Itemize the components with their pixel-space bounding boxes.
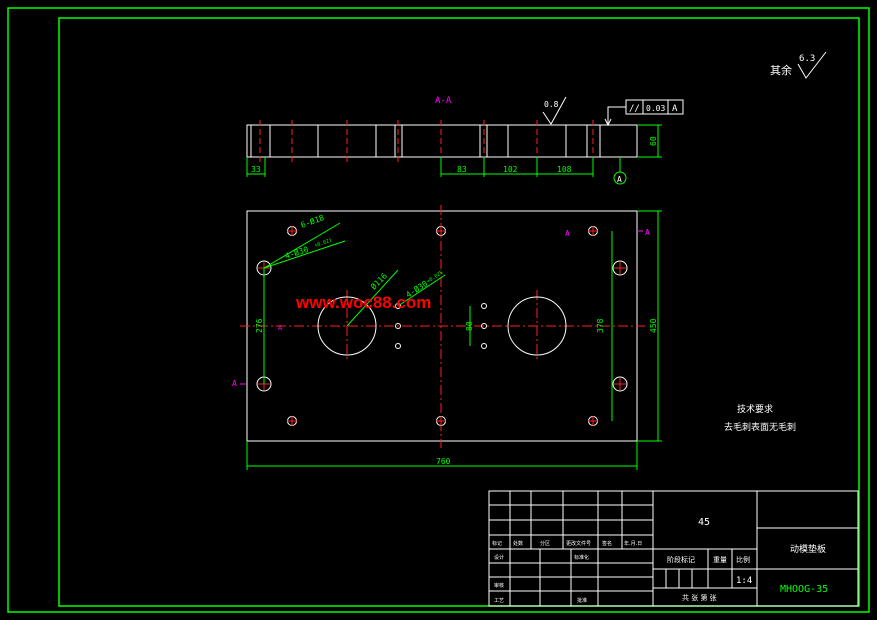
plan-centerlines bbox=[240, 205, 645, 448]
inner-frame bbox=[58, 17, 860, 607]
dim-right-span: 378 bbox=[596, 318, 605, 333]
roughness-other-label: 其余 bbox=[770, 63, 792, 77]
dim-left-span: 276 bbox=[255, 318, 264, 333]
stage-label: 阶段标记 bbox=[667, 555, 695, 564]
tolerance-symbol: // bbox=[629, 104, 640, 114]
tech-req-line: 去毛刺表面无毛刺 bbox=[724, 421, 796, 433]
flatness-roughness-value: 0.8 bbox=[544, 100, 559, 109]
drawing-number: MHOOG-35 bbox=[780, 584, 828, 595]
section-mark-center: A bbox=[278, 324, 283, 332]
roughness-value: 6.3 bbox=[799, 54, 815, 64]
section-mark-top-inner: A bbox=[565, 229, 570, 238]
material: 45 bbox=[698, 517, 710, 528]
row-label-4: 签名 bbox=[602, 540, 612, 547]
large-bore-left bbox=[317, 296, 377, 356]
scale-value: 1:4 bbox=[736, 576, 752, 586]
row-label-0: 标记 bbox=[492, 540, 502, 547]
part-name: 动模垫板 bbox=[790, 543, 826, 555]
side-view-centerlines bbox=[259, 120, 594, 162]
left-label-0: 设计 bbox=[494, 554, 504, 561]
row-label-3: 更改文件号 bbox=[566, 540, 591, 547]
watermark: www.woc88.com bbox=[295, 293, 431, 312]
roughness-symbol bbox=[797, 51, 827, 79]
left-label-3: 工艺 bbox=[494, 598, 504, 604]
dim-center-span: 80 bbox=[465, 321, 474, 331]
row-label-2: 分区 bbox=[540, 540, 550, 547]
sheet-label: 共 张 第 张 bbox=[682, 593, 717, 602]
hole-note-1: 6-Ø18 bbox=[299, 212, 325, 230]
title-block bbox=[488, 490, 859, 607]
dim-thickness: 60 bbox=[649, 136, 658, 146]
datum-circle bbox=[613, 171, 627, 185]
outer-frame bbox=[7, 7, 870, 613]
left-label-4: 批准 bbox=[577, 597, 587, 604]
datum-marker: A bbox=[617, 175, 622, 184]
hole-note-3: Ø116 bbox=[368, 271, 389, 292]
scale-label: 比例 bbox=[736, 555, 750, 564]
row-label-5: 年.月.日 bbox=[624, 540, 642, 547]
dim-edge: 33 bbox=[251, 165, 261, 174]
tolerance-datum: A bbox=[672, 104, 678, 114]
row-label-1: 处数 bbox=[513, 540, 523, 547]
side-view-outline bbox=[246, 124, 638, 158]
weight-label: 重量 bbox=[713, 556, 727, 564]
section-label: A-A bbox=[435, 96, 452, 106]
side-dimension-lines bbox=[246, 124, 662, 177]
section-mark-right-top: A bbox=[645, 228, 650, 237]
tech-req-title: 技术要求 bbox=[737, 403, 773, 415]
approval-labels: 设计 标准化 审核 工艺 批准 bbox=[494, 554, 589, 604]
dim-d3: 108 bbox=[557, 165, 572, 174]
dim-d2: 102 bbox=[503, 165, 518, 174]
side-view-hole-lines bbox=[250, 125, 601, 157]
section-mark-left-bottom: A bbox=[232, 379, 237, 388]
left-label-2: 审核 bbox=[494, 582, 504, 589]
revision-row-labels: 标记 处数 分区 更改文件号 签名 年.月.日 bbox=[492, 540, 642, 547]
large-bore-right bbox=[507, 296, 567, 356]
tolerance-value: 0.03 bbox=[646, 104, 665, 113]
dim-width: 760 bbox=[436, 457, 451, 466]
dim-height: 450 bbox=[649, 318, 658, 333]
flatness-roughness-symbol bbox=[542, 96, 567, 125]
hole-note-2-tol: +0.021 bbox=[314, 238, 333, 249]
plan-dimension-lines bbox=[246, 210, 662, 470]
hole-note-2: 4-Ø30 bbox=[284, 244, 310, 261]
tolerance-frame bbox=[604, 99, 684, 127]
dim-d1: 83 bbox=[457, 165, 467, 174]
left-label-1: 标准化 bbox=[574, 554, 589, 561]
